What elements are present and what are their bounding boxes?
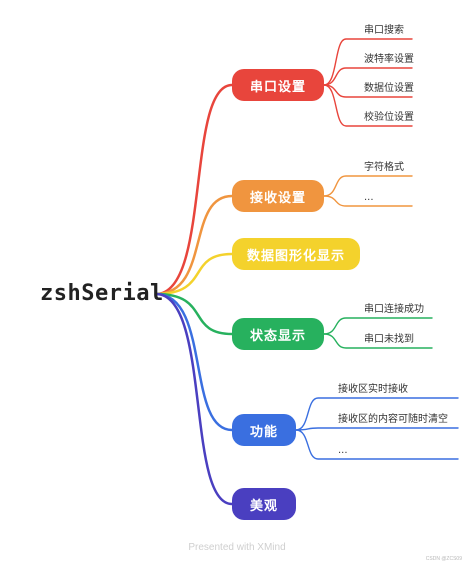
leaf-realtime-receive[interactable]: 接收区实时接收	[338, 384, 408, 395]
root-branch-connector	[154, 292, 234, 432]
root-branch-connector	[154, 83, 234, 296]
leaf-connector	[323, 195, 413, 207]
leaf-connector	[323, 317, 433, 335]
leaf-connector	[323, 67, 413, 86]
watermark: CSDN @ZCS09	[425, 556, 462, 562]
leaf-connector	[295, 427, 459, 431]
leaf-port-search[interactable]: 串口搜索	[364, 25, 404, 36]
leaf-parity[interactable]: 校验位设置	[364, 112, 414, 123]
root-branch-connector	[154, 194, 234, 296]
leaf-connector	[323, 175, 413, 197]
root-branch-connector	[154, 292, 234, 506]
leaf-connect-success[interactable]: 串口连接成功	[364, 304, 424, 315]
leaf-connector	[295, 429, 459, 460]
leaf-ellipsis[interactable]: ...	[364, 192, 374, 203]
leaf-char-format[interactable]: 字符格式	[364, 162, 404, 173]
branch-label: 美观	[249, 498, 278, 514]
branch-label: 数据图形化显示	[246, 248, 345, 264]
leaf-data-bits[interactable]: 数据位设置	[364, 83, 414, 94]
leaf-baud-rate[interactable]: 波特率设置	[364, 54, 414, 65]
branch-data-graph[interactable]: 数据图形化显示	[232, 238, 360, 270]
leaf-connector	[323, 84, 413, 127]
branch-appearance[interactable]: 美观	[232, 488, 296, 520]
branch-status-display[interactable]: 状态显示	[232, 318, 324, 350]
branch-functions[interactable]: 功能	[232, 414, 296, 446]
leaf-port-not-found[interactable]: 串口未找到	[364, 334, 414, 345]
root-branch-connector	[154, 252, 234, 296]
footer-credit: Presented with XMind	[188, 542, 286, 553]
branch-serial-settings[interactable]: 串口设置	[232, 69, 324, 101]
leaf-connector	[295, 397, 459, 431]
branch-receive-settings[interactable]: 接收设置	[232, 180, 324, 212]
branch-label: 状态显示	[249, 328, 306, 344]
leaf-connector	[323, 38, 413, 86]
branch-label: 接收设置	[249, 190, 306, 206]
leaf-clear-anytime[interactable]: 接收区的内容可随时清空	[338, 414, 448, 425]
branch-label: 功能	[249, 424, 278, 440]
root-node: zshSerial	[40, 281, 164, 306]
branch-label: 串口设置	[249, 79, 306, 95]
leaf-connector	[323, 333, 433, 349]
root-branch-connector	[154, 292, 234, 336]
leaf-ellipsis[interactable]: ...	[338, 445, 348, 456]
